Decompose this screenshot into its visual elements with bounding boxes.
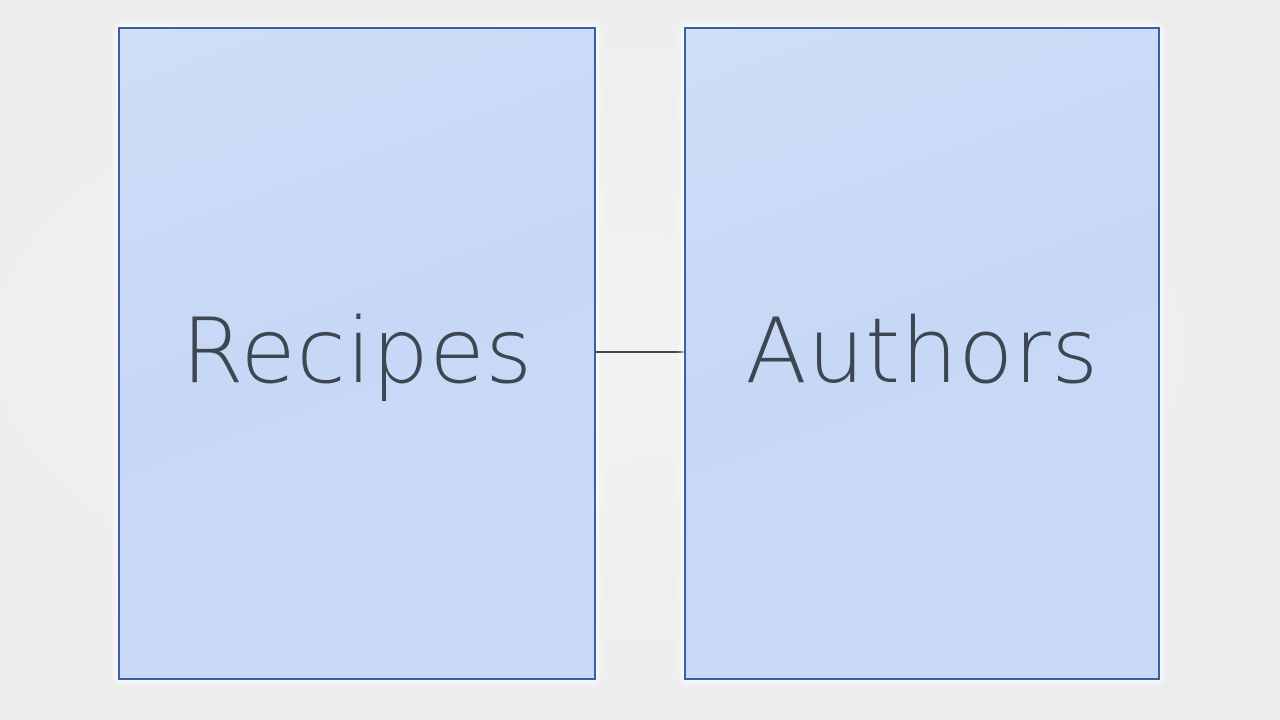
entity-label-recipes: Recipes	[181, 298, 533, 404]
relationship-connector-recipes-authors[interactable]	[595, 351, 685, 353]
entity-label-authors: Authors	[745, 298, 1099, 404]
entity-box-recipes[interactable]: Recipes	[118, 27, 596, 680]
entity-box-authors[interactable]: Authors	[684, 27, 1160, 680]
